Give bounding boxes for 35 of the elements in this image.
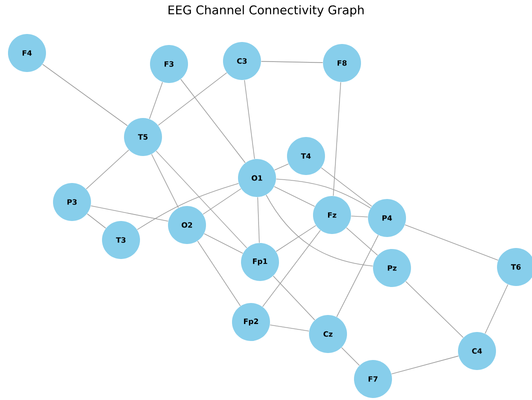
edge-line xyxy=(151,154,179,208)
edge-line xyxy=(341,347,360,366)
edge-line xyxy=(336,234,379,318)
edge-line xyxy=(276,178,371,208)
edge-line xyxy=(149,82,163,120)
edge-line xyxy=(484,284,508,334)
edge-line xyxy=(350,216,368,218)
edge-line xyxy=(257,196,260,244)
edge-line xyxy=(270,324,310,332)
edge-line xyxy=(266,194,374,266)
edge-line xyxy=(86,213,106,229)
edge-line xyxy=(405,281,464,338)
edge-line xyxy=(197,240,241,306)
chart-title: EEG Channel Connectivity Graph xyxy=(168,5,364,17)
edge-line xyxy=(42,64,128,126)
edge-line xyxy=(274,186,316,207)
edge-line xyxy=(276,225,316,252)
edge-line xyxy=(90,205,168,222)
edge-line xyxy=(136,183,239,230)
edge-line xyxy=(272,276,316,320)
edge-line xyxy=(404,224,498,260)
edge-line xyxy=(86,150,130,190)
edge-line xyxy=(158,72,228,126)
edge-line xyxy=(260,61,324,63)
edge-line xyxy=(391,356,459,374)
edge-line xyxy=(202,188,242,215)
edge-line xyxy=(204,233,244,254)
edge-line xyxy=(244,80,255,160)
edge-line xyxy=(156,150,248,248)
edge-line xyxy=(262,230,321,307)
edge-line xyxy=(346,227,378,256)
edge-line xyxy=(332,82,342,196)
edge-line xyxy=(274,164,289,170)
edge-line xyxy=(320,167,372,207)
edge-line xyxy=(180,78,246,164)
